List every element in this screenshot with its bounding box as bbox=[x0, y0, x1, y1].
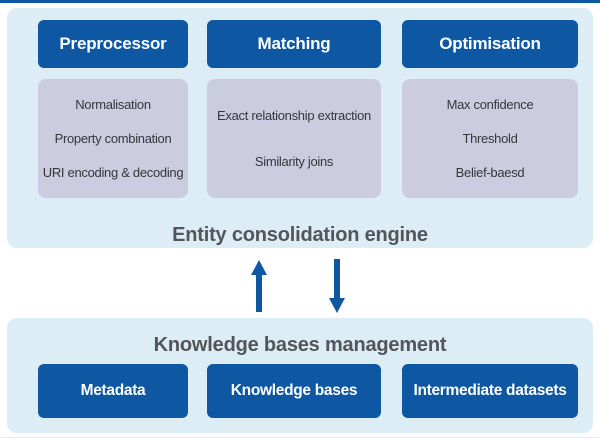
bottom-divider-line bbox=[0, 437, 600, 438]
preprocessor-header-box: Preprocessor bbox=[38, 20, 188, 68]
optimisation-item: Max confidence bbox=[446, 97, 534, 112]
optimisation-header-label: Optimisation bbox=[439, 34, 541, 53]
intermediate-datasets-box: Intermediate datasets bbox=[402, 364, 578, 418]
matching-item: Similarity joins bbox=[254, 153, 334, 169]
knowledge-management-panel: Knowledge bases management Metadata Know… bbox=[7, 318, 593, 433]
preprocessor-item: Property combination bbox=[54, 131, 172, 146]
preprocessor-header-label: Preprocessor bbox=[59, 34, 167, 53]
intermediate-datasets-box-label: Intermediate datasets bbox=[413, 382, 567, 399]
knowledge-bases-box: Knowledge bases bbox=[207, 364, 381, 418]
optimisation-item: Threshold bbox=[462, 131, 518, 146]
matching-item: Exact relationship extraction bbox=[217, 108, 371, 124]
preprocessor-item: URI encoding & decoding bbox=[42, 165, 184, 180]
preprocessor-item: Normalisation bbox=[75, 97, 151, 112]
optimisation-item: Belief-baesd bbox=[455, 165, 525, 180]
knowledge-bases-box-label: Knowledge bases bbox=[230, 382, 358, 399]
preprocessor-items-box: Normalisation Property combination URI e… bbox=[38, 79, 188, 198]
knowledge-management-title: Knowledge bases management bbox=[153, 334, 447, 356]
entity-consolidation-panel: Preprocessor Matching Optimisation Norma… bbox=[7, 8, 593, 248]
matching-header-box: Matching bbox=[207, 20, 381, 68]
entity-engine-title: Entity consolidation engine bbox=[172, 224, 428, 246]
down-arrow-icon bbox=[329, 259, 345, 313]
metadata-box: Metadata bbox=[38, 364, 188, 418]
up-arrow-icon bbox=[251, 260, 267, 312]
matching-header-label: Matching bbox=[257, 34, 331, 53]
metadata-box-label: Metadata bbox=[80, 382, 146, 399]
top-border-line bbox=[0, 0, 600, 3]
optimisation-header-box: Optimisation bbox=[402, 20, 578, 68]
matching-items-box: Exact relationship extraction Similarity… bbox=[207, 79, 381, 198]
optimisation-items-box: Max confidence Threshold Belief-baesd bbox=[402, 79, 578, 198]
